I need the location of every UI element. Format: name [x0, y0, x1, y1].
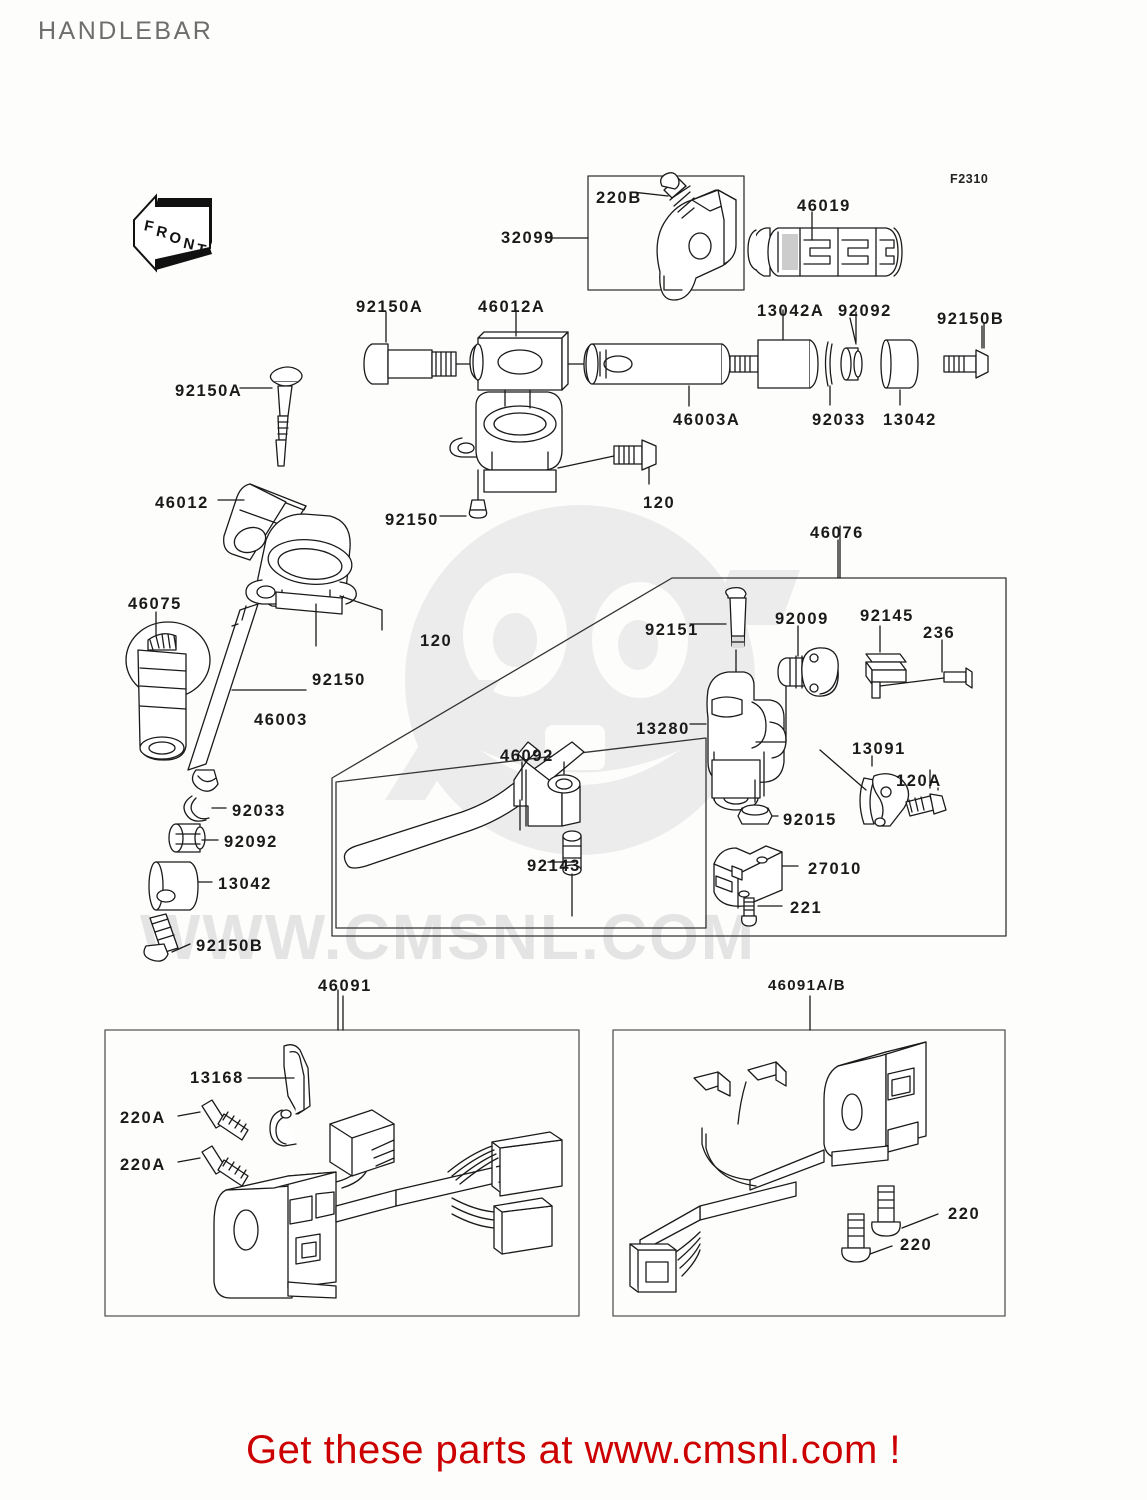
part-92150A-bolt-upper [363, 343, 479, 385]
part-27010-switch [713, 845, 799, 909]
svg-text:N: N [182, 235, 196, 254]
group-box-32099 [545, 172, 745, 301]
front-direction-badge: F R O N T [126, 182, 218, 274]
svg-text:R: R [155, 223, 169, 242]
group-box-46076 [331, 539, 1007, 937]
part-13091-clamp [819, 749, 910, 827]
part-46075-grip-end [125, 611, 211, 761]
part-46092-brake-lever [343, 741, 585, 869]
part-92150A-lower-bolt [239, 366, 303, 467]
page-title: HANDLEBAR [38, 17, 214, 45]
part-221-screw [741, 897, 783, 927]
part-label-92150A: 92150A [175, 382, 243, 400]
part-label-92033: 92033 [232, 802, 286, 820]
part-92009-screw [777, 625, 839, 697]
part-46003-handlebar-tube [187, 603, 307, 792]
part-label-46091: 46091 [318, 977, 372, 995]
part-46091ab-switch-housing [629, 1041, 927, 1293]
part-label-92143: 92143 [527, 857, 581, 875]
part-label-92033: 92033 [812, 411, 866, 429]
part-label-92009: 92009 [775, 610, 829, 628]
part-46012-clamp-main [217, 483, 383, 647]
part-label-120: 120 [643, 494, 676, 512]
part-label-220: 220 [900, 1236, 933, 1254]
part-label-92150B: 92150B [937, 310, 1005, 328]
part-label-92150A: 92150A [356, 298, 424, 316]
part-label-92150: 92150 [312, 671, 366, 689]
part-92092-bush-left [168, 823, 219, 853]
part-label-46076: 46076 [810, 524, 864, 542]
part-92150B-bolt-left [143, 913, 191, 962]
part-label-92151: 92151 [645, 621, 699, 639]
part-label-46003: 46003 [254, 711, 308, 729]
part-label-220A: 220A [120, 1156, 166, 1174]
part-label-13280: 13280 [636, 720, 690, 738]
part-label-13042: 13042 [883, 411, 937, 429]
part-220A-bolt-1 [177, 1099, 249, 1141]
part-label-13042A: 13042A [757, 302, 825, 320]
part-label-46091A-B: 46091A/B [768, 977, 846, 994]
part-label-236: 236 [923, 624, 956, 642]
part-label-92092: 92092 [224, 833, 278, 851]
svg-text:T: T [195, 241, 208, 260]
part-92033-clip-left [183, 795, 227, 822]
part-label-92015: 92015 [783, 811, 837, 829]
part-label-13168: 13168 [190, 1069, 244, 1087]
part-label-46003A: 46003A [673, 411, 741, 429]
part-220A-bolt-2 [177, 1145, 249, 1187]
part-46012A-clamp [439, 331, 657, 519]
sheet-code: F2310 [950, 172, 989, 186]
group-box-46091ab [612, 995, 1006, 1317]
part-label-220A: 220A [120, 1109, 166, 1127]
part-label-92150B: 92150B [196, 937, 264, 955]
part-label-221: 221 [790, 899, 823, 917]
group-box-46091 [104, 995, 580, 1317]
part-46019-grip [747, 227, 903, 277]
part-13280-bracket [689, 671, 787, 811]
part-label-13091: 13091 [852, 740, 906, 758]
part-label-92092: 92092 [838, 302, 892, 320]
part-label-120: 120 [420, 632, 453, 650]
svg-text:O: O [168, 229, 183, 248]
part-13042A-13042-92033-92092 [729, 309, 989, 406]
part-120A-bolt [905, 769, 947, 817]
part-46091-switch-housing [213, 1109, 563, 1299]
part-label-46012: 46012 [155, 494, 209, 512]
svg-text:F: F [143, 217, 156, 236]
part-label-27010: 27010 [808, 860, 862, 878]
part-label-220B: 220B [596, 189, 642, 207]
part-label-32099: 32099 [501, 229, 555, 247]
part-13042-cap-left [148, 861, 213, 911]
part-label-46012A: 46012A [478, 298, 546, 316]
part-label-13042: 13042 [218, 875, 272, 893]
part-label-46019: 46019 [797, 197, 851, 215]
part-220-bolt-lower [841, 1213, 893, 1263]
part-46003A-bar [583, 343, 731, 407]
part-label-46092: 46092 [500, 747, 554, 765]
part-220-bolt-upper [871, 1185, 939, 1237]
leader-lines [337, 185, 985, 1031]
part-label-220: 220 [948, 1205, 981, 1223]
part-label-46075: 46075 [128, 595, 182, 613]
part-13168-lever [247, 1044, 311, 1147]
part-92143-collar [547, 830, 582, 917]
part-label-92145: 92145 [860, 607, 914, 625]
part-236-pin [879, 639, 973, 689]
part-label-120A: 120A [896, 772, 942, 790]
part-label-92150: 92150 [385, 511, 439, 529]
part-92145-spring [865, 625, 907, 699]
part-92015-nut [737, 779, 779, 825]
footer-cta: Get these parts at www.cmsnl.com ! [246, 1428, 901, 1472]
